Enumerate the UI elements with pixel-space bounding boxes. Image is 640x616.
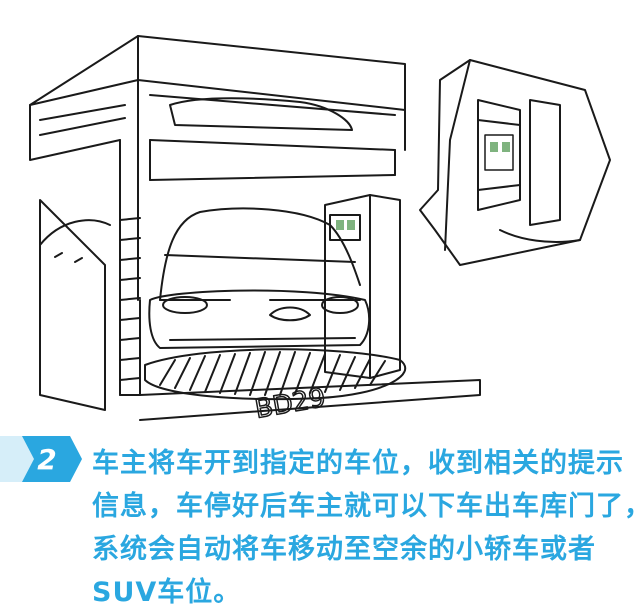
step-number: 2 xyxy=(37,443,57,476)
caption-line: 车主将车开到指定的车位，收到相关的提示 xyxy=(92,448,624,479)
control-kiosk xyxy=(324,194,401,379)
caption-line: 系统会自动将车移动至空余的小轿车或者 xyxy=(92,534,596,565)
zoom-callout xyxy=(419,59,611,266)
parking-frame xyxy=(29,35,406,396)
caption-line: 信息，车停好后车主就可以下车出车库门了， xyxy=(92,491,640,522)
caption-line: SUV车位。 xyxy=(92,577,242,608)
side-wall xyxy=(39,199,111,411)
step-caption: 车主将车开到指定的车位，收到相关的提示 信息，车停好后车主就可以下车出车库门了，… xyxy=(92,442,640,614)
parking-platform xyxy=(139,348,481,421)
garage-illustration: BD29 xyxy=(29,35,611,426)
step-badge xyxy=(0,436,82,482)
